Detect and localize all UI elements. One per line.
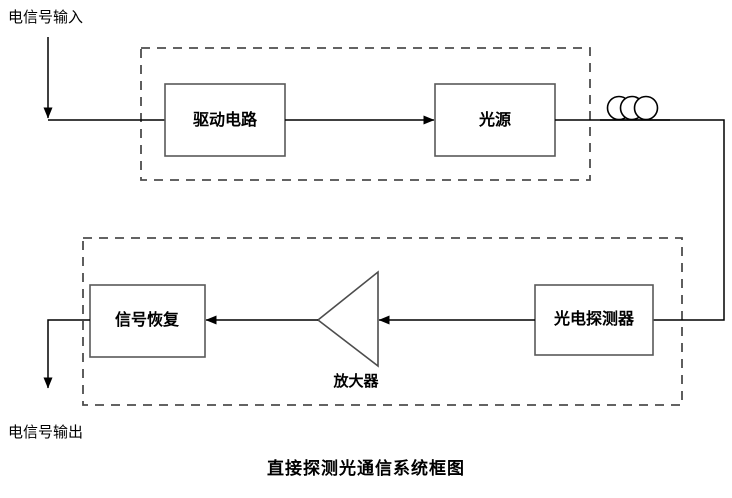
block-label-photodetector: 光电探测器 bbox=[553, 309, 635, 328]
block-drive-circuit[interactable] bbox=[164, 83, 286, 157]
block-signal-recovery[interactable] bbox=[89, 284, 206, 358]
block-label-light-source: 光源 bbox=[478, 110, 511, 129]
block-label-signal-recovery: 信号恢复 bbox=[115, 310, 180, 329]
output-arrow bbox=[43, 319, 90, 389]
receiver-dashed-group bbox=[82, 237, 683, 406]
transmitter-dashed-group bbox=[140, 47, 591, 181]
block-label-amplifier: 放大器 bbox=[332, 372, 379, 390]
block-label-drive-circuit: 驱动电路 bbox=[193, 110, 258, 129]
label-electrical-output: 电信号输出 bbox=[8, 424, 83, 441]
label-electrical-input: 电信号输入 bbox=[8, 9, 83, 26]
block-amplifier[interactable] bbox=[316, 270, 379, 368]
fiber-coil-loop-3 bbox=[633, 95, 659, 121]
figure-caption: 直接探测光通信系统框图 bbox=[267, 458, 465, 478]
